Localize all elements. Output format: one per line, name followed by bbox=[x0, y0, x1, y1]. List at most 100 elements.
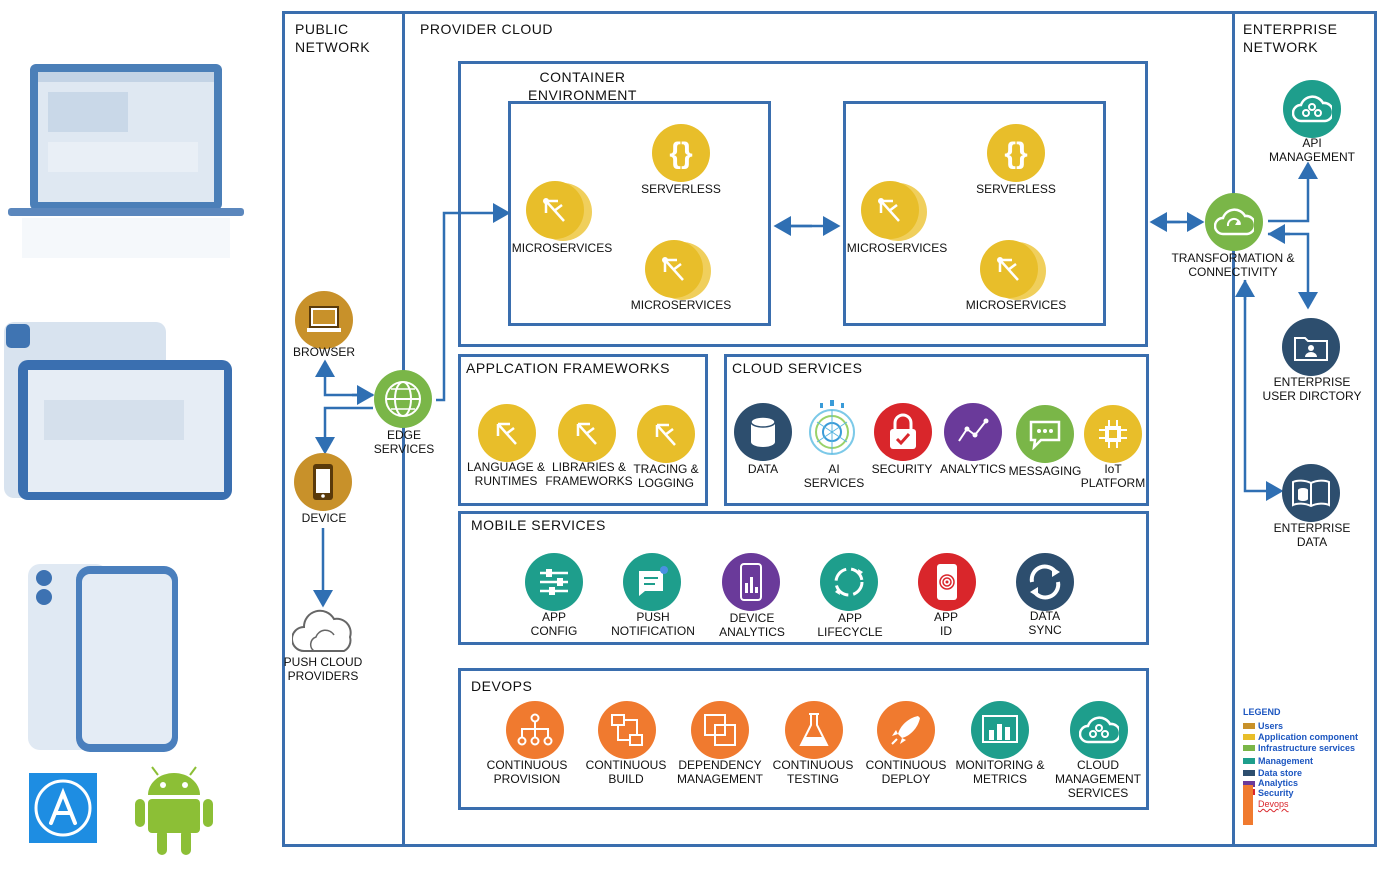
user-directory-label: ENTERPRISE USER DIRCTORY bbox=[1262, 375, 1362, 403]
browser-icon bbox=[295, 291, 353, 349]
app-config-label: APP CONFIG bbox=[530, 610, 578, 638]
device-analytics-label: DEVICE ANALYTICS bbox=[719, 611, 785, 639]
app-id-icon bbox=[918, 553, 976, 611]
messaging-label: MESSAGING bbox=[1008, 464, 1082, 478]
api-management-icon bbox=[1283, 80, 1341, 138]
laptop-mockup bbox=[8, 62, 244, 262]
continuous-testing-label: CONTINUOUS TESTING bbox=[772, 758, 854, 786]
microservices-label: MICROSERVICES bbox=[965, 298, 1067, 312]
libraries-frameworks-label: LIBRARIES & FRAMEWORKS bbox=[545, 460, 633, 488]
libraries-frameworks-icon bbox=[558, 404, 616, 462]
legend-swatch-users bbox=[1243, 723, 1255, 729]
app-store-icon bbox=[29, 773, 97, 843]
analytics-icon bbox=[944, 403, 1002, 461]
svg-text:{}: {} bbox=[1004, 137, 1028, 170]
serverless-label: SERVERLESS bbox=[641, 182, 721, 196]
push-cloud-label: PUSH CLOUD PROVIDERS bbox=[283, 655, 363, 683]
app-lifecycle-label: APP LIFECYCLE bbox=[817, 611, 883, 639]
ai-services-label: AI SERVICES bbox=[803, 462, 865, 490]
mobile-services-box bbox=[458, 511, 1149, 645]
legend-analytics: Analytics bbox=[1258, 778, 1299, 788]
microservices-label: MICROSERVICES bbox=[846, 241, 948, 255]
outer-frame bbox=[282, 11, 1377, 847]
monitoring-metrics-label: MONITORING & METRICS bbox=[955, 758, 1045, 786]
public-network-title: PUBLIC NETWORK bbox=[295, 21, 371, 55]
continuous-provision-icon bbox=[506, 701, 564, 759]
transformation-connectivity-icon[interactable] bbox=[1205, 193, 1263, 251]
legend-security: Security bbox=[1258, 788, 1294, 798]
edge-services-label: EDGE SERVICES bbox=[373, 428, 435, 456]
public-divider bbox=[402, 11, 405, 847]
legend-swatch-app bbox=[1243, 734, 1255, 740]
enterprise-data-label: ENTERPRISE DATA bbox=[1273, 521, 1351, 549]
cloud-management-label: CLOUD MANAGEMENT SERVICES bbox=[1054, 758, 1142, 800]
edge-services-icon[interactable] bbox=[374, 370, 432, 428]
transformation-connectivity-label: TRANSFORMATION & CONNECTIVITY bbox=[1171, 251, 1295, 279]
serverless-label: SERVERLESS bbox=[976, 182, 1056, 196]
legend-management: Management bbox=[1258, 756, 1314, 766]
legend-app-component: Application component bbox=[1258, 732, 1358, 742]
push-notification-label: PUSH NOTIFICATION bbox=[611, 610, 695, 638]
app-lifecycle-icon bbox=[820, 553, 878, 611]
app-config-icon bbox=[525, 553, 583, 611]
data-icon bbox=[734, 403, 792, 461]
container-environment-box bbox=[458, 61, 1148, 347]
cloud-management-icon bbox=[1070, 701, 1128, 759]
dependency-management-label: DEPENDENCY MANAGEMENT bbox=[676, 758, 764, 786]
container-environment-title: CONTAINER ENVIRONMENT bbox=[528, 69, 637, 103]
frameworks-title: APPLCATION FRAMEWORKS bbox=[466, 360, 670, 376]
user-directory-icon bbox=[1282, 318, 1340, 376]
legend-infrastructure: Infrastructure services bbox=[1258, 743, 1356, 753]
app-id-label: APP ID bbox=[933, 610, 959, 638]
microservices-icon bbox=[980, 240, 1038, 298]
iot-platform-icon bbox=[1084, 405, 1142, 463]
svg-text:{}: {} bbox=[669, 137, 693, 170]
push-cloud-icon bbox=[291, 607, 356, 655]
microservices-label: MICROSERVICES bbox=[630, 298, 732, 312]
monitoring-metrics-icon bbox=[971, 701, 1029, 759]
continuous-provision-label: CONTINUOUS PROVISION bbox=[486, 758, 568, 786]
push-notification-icon bbox=[623, 553, 681, 611]
security-icon bbox=[874, 403, 932, 461]
microservices-icon bbox=[526, 181, 584, 239]
serverless-icon: {} bbox=[652, 124, 710, 182]
data-label: DATA bbox=[747, 462, 779, 476]
api-management-label: API MANAGEMENT bbox=[1268, 136, 1356, 164]
legend-swatch-infra bbox=[1243, 745, 1255, 751]
legend-devops: Devops bbox=[1258, 799, 1289, 809]
legend-users: Users bbox=[1258, 721, 1284, 731]
language-runtimes-label: LANGUAGE & RUNTIMES bbox=[466, 460, 546, 488]
continuous-deploy-icon bbox=[877, 701, 935, 759]
data-sync-icon bbox=[1016, 553, 1074, 611]
security-label: SECURITY bbox=[871, 462, 933, 476]
enterprise-network-title: ENTERPRISE NETWORK bbox=[1243, 21, 1338, 55]
legend-swatch-devops bbox=[1243, 785, 1253, 825]
legend-data-store: Data store bbox=[1258, 768, 1303, 778]
device-analytics-icon bbox=[722, 553, 780, 611]
messaging-icon bbox=[1016, 405, 1074, 463]
cloud-services-box bbox=[724, 354, 1149, 506]
legend-swatch-analytics bbox=[1243, 781, 1255, 787]
device-label: DEVICE bbox=[301, 511, 347, 525]
tracing-logging-icon bbox=[637, 405, 695, 463]
devops-box bbox=[458, 668, 1149, 810]
continuous-build-label: CONTINUOUS BUILD bbox=[585, 758, 667, 786]
devops-title: DEVOPS bbox=[471, 678, 533, 694]
phone-mockup bbox=[26, 562, 182, 754]
container-cluster-right bbox=[843, 101, 1106, 326]
legend-swatch-mgmt bbox=[1243, 758, 1255, 764]
provider-cloud-title: PROVIDER CLOUD bbox=[420, 21, 554, 37]
enterprise-divider bbox=[1232, 11, 1235, 847]
continuous-build-icon bbox=[598, 701, 656, 759]
analytics-label: ANALYTICS bbox=[940, 462, 1006, 476]
device-icon bbox=[294, 453, 352, 511]
continuous-testing-icon bbox=[785, 701, 843, 759]
browser-label: BROWSER bbox=[292, 345, 356, 359]
android-icon bbox=[134, 765, 214, 857]
legend-swatch-data bbox=[1243, 770, 1255, 776]
legend-title: LEGEND bbox=[1243, 707, 1281, 717]
microservices-icon bbox=[861, 181, 919, 239]
data-sync-label: DATA SYNC bbox=[1028, 609, 1062, 637]
tracing-logging-label: TRACING & LOGGING bbox=[633, 462, 699, 490]
mobile-services-title: MOBILE SERVICES bbox=[471, 517, 606, 533]
